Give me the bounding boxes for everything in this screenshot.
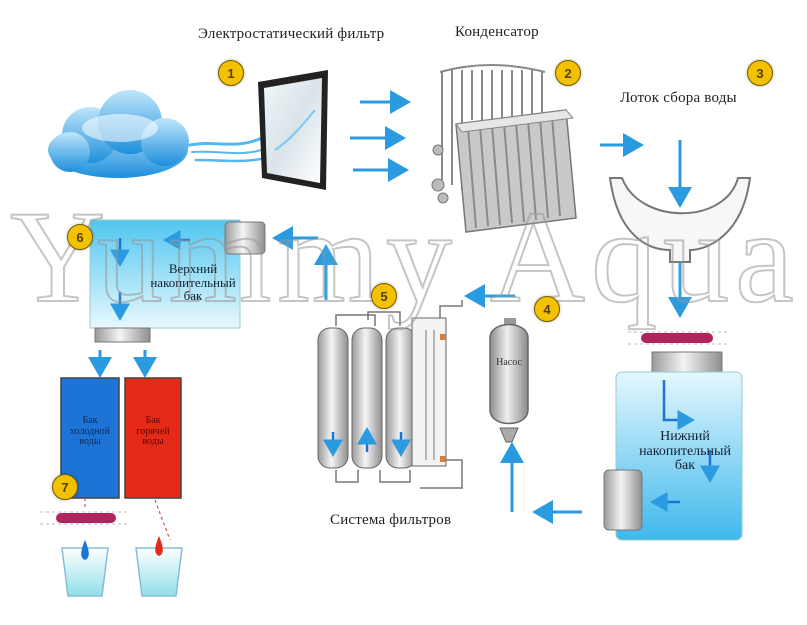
uv-lamp-icon bbox=[628, 331, 728, 345]
uv-lamp-icon bbox=[40, 511, 130, 525]
pump bbox=[489, 318, 529, 443]
lower-tank bbox=[603, 351, 743, 541]
filter-system bbox=[317, 300, 463, 489]
step-badge-5: 5 bbox=[371, 283, 397, 309]
glass-icon bbox=[61, 540, 109, 597]
condenser bbox=[431, 64, 577, 233]
glass-icon bbox=[135, 536, 183, 597]
step-badge-1: 1 bbox=[218, 60, 244, 86]
step-badge-7: 7 bbox=[52, 474, 78, 500]
flow-arrow-icon bbox=[350, 90, 411, 182]
cloud-icon bbox=[48, 90, 189, 178]
step-badge-2: 2 bbox=[555, 60, 581, 86]
label-pump: Насос bbox=[496, 357, 522, 368]
label-condenser: Конденсатор bbox=[455, 24, 539, 40]
label-tray: Лоток сбора воды bbox=[620, 90, 737, 106]
hot-tank bbox=[124, 377, 182, 499]
step-badge-6: 6 bbox=[67, 224, 93, 250]
upper-tank bbox=[89, 219, 266, 343]
label-upper-tank: Верхний накопительный бак bbox=[150, 261, 236, 304]
water-tray bbox=[608, 177, 752, 263]
step-badge-3: 3 bbox=[747, 60, 773, 86]
label-lower-tank: Нижний накопительный бак bbox=[639, 429, 731, 474]
label-hot-tank: Бак горячей воды bbox=[136, 415, 170, 447]
label-electrostatic-filter: Электростатический фильтр bbox=[198, 26, 385, 42]
label-cold-tank: Бак холодной воды bbox=[70, 415, 110, 447]
label-filter-system: Система фильтров bbox=[330, 512, 452, 528]
electrostatic-filter bbox=[258, 70, 328, 190]
step-badge-4: 4 bbox=[534, 296, 560, 322]
